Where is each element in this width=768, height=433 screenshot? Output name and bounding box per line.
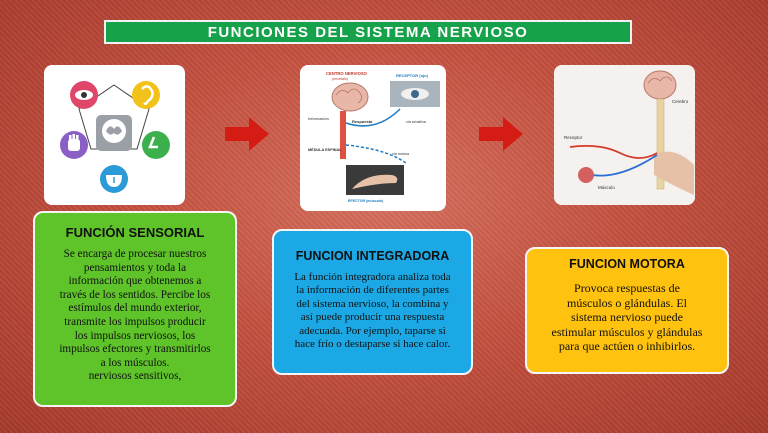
text-line: del sistema nervioso, la combina y xyxy=(296,297,449,310)
spinal-cord xyxy=(340,111,346,159)
integrative-function-text: La función integradora analiza toda la i… xyxy=(282,271,463,351)
text-line: sistema nervioso puede xyxy=(571,310,683,324)
text-line: hace frío o destaparse si hace calor. xyxy=(294,338,451,351)
text-line: adecuada. Por ejemplo, taparse si xyxy=(299,324,446,337)
motor-function-title: FUNCION MOTORA xyxy=(569,257,685,271)
text-line: impulsos efectores y transmitirlos xyxy=(59,343,211,356)
brain-head-icon xyxy=(96,115,132,151)
text-line: la información de diferentes partes xyxy=(296,284,449,297)
sensory-function-title: FUNCIÓN SENSORIAL xyxy=(65,225,205,240)
label-centro-sub: (encéfalo) xyxy=(332,77,348,81)
right-arrow-icon xyxy=(479,117,523,156)
text-line: así puede producir una respuesta xyxy=(300,311,445,324)
text-line: Se encarga de procesar nuestros xyxy=(63,248,207,260)
nose-icon xyxy=(142,131,170,159)
ear-icon xyxy=(132,81,160,109)
text-line: transmite los impulsos producir xyxy=(64,315,206,328)
text-line: músculos o glándulas. El xyxy=(567,295,687,310)
brain-icon xyxy=(643,70,677,100)
brain-icon xyxy=(331,82,369,112)
text-line: Provoca respuestas de xyxy=(574,281,680,295)
label-medula: MÉDULA ESPINAL xyxy=(308,147,342,152)
tongue-icon xyxy=(100,165,128,193)
text-line: para que actúen o inhibirlos. xyxy=(558,339,696,353)
page-title: FUNCIONES DEL SISTEMA NERVIOSO xyxy=(104,20,632,44)
label-receptor: RECEPTOR (ojo) xyxy=(396,73,429,78)
label-via-motora: vía motora xyxy=(392,152,409,156)
label-centro: CENTRO NERVIOSO xyxy=(326,71,368,76)
label-respuesta: Respuesta xyxy=(352,119,373,124)
motor-function-text: Provoca respuestas de músculos o glándul… xyxy=(539,281,715,354)
text-line: a los músculos. xyxy=(100,356,170,369)
eye-icon xyxy=(70,81,98,109)
text-line: través de los sentidos. Percibe los xyxy=(59,288,211,301)
text-line: nerviosos sensitivos, xyxy=(88,370,182,383)
text-line: información que obtenemos a xyxy=(68,275,202,288)
text-line: estímulos del mundo exterior, xyxy=(68,302,202,315)
motor-reflex-diagram: Cerebro Receptor Músculo xyxy=(554,65,695,205)
text-line: pensamientos y toda la xyxy=(83,261,187,274)
sensory-function-box: FUNCIÓN SENSORIAL Se encarga de procesar… xyxy=(33,211,237,407)
text-line: los impulsos nerviosos, los xyxy=(74,329,196,342)
text-line: La función integradora analiza toda xyxy=(294,271,451,283)
right-arrow-icon xyxy=(225,117,269,156)
sensory-function-text: Se encarga de procesar nuestros pensamie… xyxy=(45,248,225,384)
senses-diagram xyxy=(44,65,185,205)
hand-icon xyxy=(60,131,88,159)
arm-image xyxy=(654,151,694,195)
muscle-icon xyxy=(578,167,594,183)
label-cerebro: Cerebro xyxy=(672,99,689,104)
integrative-function-box: FUNCION INTEGRADORA La función integrado… xyxy=(272,229,473,375)
text-line: estimular músculos y glándulas xyxy=(551,324,703,339)
integrative-function-title: FUNCION INTEGRADORA xyxy=(295,249,450,263)
motor-function-box: FUNCION MOTORA Provoca respuestas de mús… xyxy=(525,247,729,374)
label-informacion: Información xyxy=(308,116,329,121)
label-via-sensitiva: vía sensitiva xyxy=(406,120,426,124)
label-efector: EFECTOR (músculo) xyxy=(348,199,384,203)
label-receptor: Receptor xyxy=(564,135,583,140)
nervous-center-diagram: CENTRO NERVIOSO (encéfalo) RECEPTOR (ojo… xyxy=(300,65,446,211)
label-musculo: Músculo xyxy=(598,185,615,190)
